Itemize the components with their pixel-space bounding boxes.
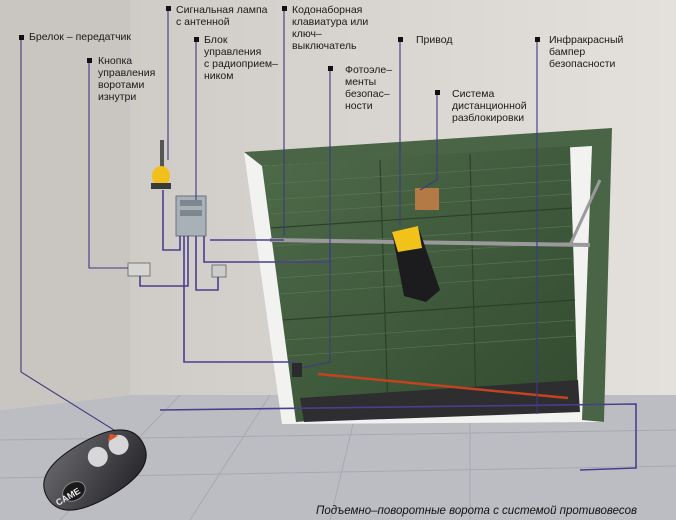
bullet-wall-button xyxy=(87,58,92,63)
wall-button-plate xyxy=(127,262,151,277)
bullet-keypad xyxy=(282,6,287,11)
label-bumper: Инфракрасный бампер безопасности xyxy=(549,34,624,70)
infrared-bumper xyxy=(317,372,569,400)
label-wall-button: Кнопка управления воротами изнутри xyxy=(98,55,156,103)
bullet-keyfob xyxy=(19,35,24,40)
bullet-photocells xyxy=(328,66,333,71)
label-signal-lamp: Сигнальная лампа с антенной xyxy=(176,4,268,28)
photocell xyxy=(292,363,302,377)
label-photocells: Фотоэле– менты безопас– ности xyxy=(345,64,393,112)
label-drive: Привод xyxy=(416,34,453,46)
left-side-wall xyxy=(0,0,130,410)
caption: Подъемно–поворотные ворота с системой пр… xyxy=(316,505,638,517)
leader-lines xyxy=(20,10,538,441)
remote-control xyxy=(43,429,147,511)
bullet-drive xyxy=(398,37,403,42)
drive-unit xyxy=(392,226,440,302)
label-keyfob: Брелок – передатчик xyxy=(29,31,132,43)
label-release: Система дистанционной разблокировки xyxy=(452,88,527,124)
control-unit-box xyxy=(175,195,207,237)
bullet-control-unit xyxy=(194,37,199,42)
label-control-unit: Блок управления с радиоприем– ником xyxy=(204,34,278,82)
rail-arm xyxy=(568,179,602,246)
bullet-signal-lamp xyxy=(166,6,171,11)
label-keypad: Кодонаборная клавиатура или ключ– выключ… xyxy=(292,4,369,52)
release-box xyxy=(415,188,439,210)
bullet-release xyxy=(435,90,440,95)
signal-lamp xyxy=(151,140,171,189)
door-bottom xyxy=(300,380,580,422)
keypad-plate xyxy=(211,264,227,278)
bullet-bumper xyxy=(535,37,540,42)
door-frame xyxy=(244,128,612,422)
wiring xyxy=(139,190,637,471)
door-panels xyxy=(270,153,576,411)
floor xyxy=(0,395,676,520)
